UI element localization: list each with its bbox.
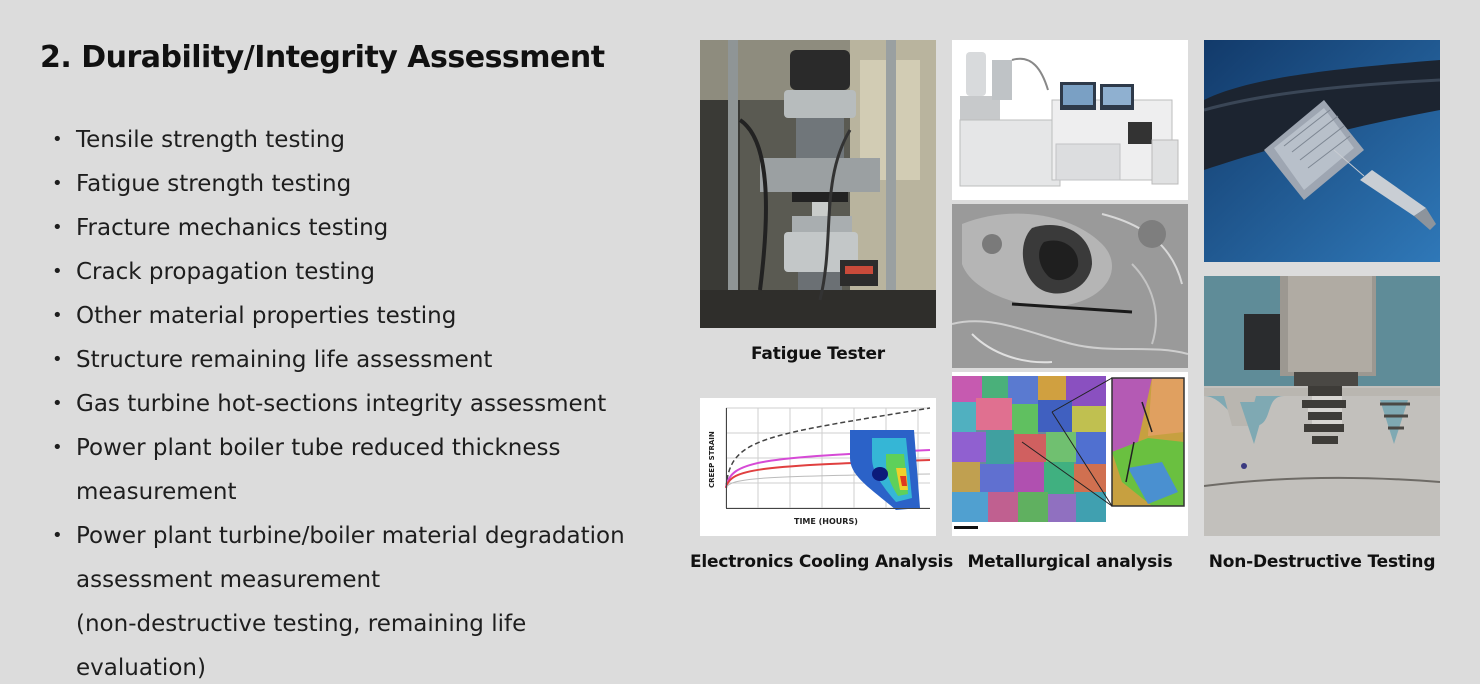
list-item: Other material properties testing [50,294,660,338]
list-item: Tensile strength testing [50,118,660,162]
blade-root-image [1204,276,1440,536]
cooling-analysis-caption: Electronics Cooling Analysis [690,552,954,572]
list-item: Structure remaining life assessment [50,338,660,382]
sem-instrument-image [952,40,1188,200]
list-item: Power plant boiler tube reduced thicknes… [50,426,660,514]
fatigue-tester-caption: Fatigue Tester [751,344,885,364]
list-item: Power plant turbine/boiler material degr… [50,514,660,684]
list-item: Fatigue strength testing [50,162,660,206]
list-item: Crack propagation testing [50,250,660,294]
creep-strain-chart-image: CREEP STRAIN TIME (HOURS) [700,398,936,536]
section-heading: 2. Durability/Integrity Assessment [40,40,605,75]
ebsd-grain-map-image [952,372,1188,536]
ndt-caption: Non-Destructive Testing [1208,552,1436,572]
chart-ylabel: CREEP STRAIN [708,431,716,488]
ndt-probe-image [1204,40,1440,262]
fatigue-tester-image [700,40,936,328]
metallurgical-caption: Metallurgical analysis [967,552,1173,572]
assessment-list: Tensile strength testing Fatigue strengt… [50,118,660,684]
sem-micrograph-image [952,204,1188,368]
list-item: Fracture mechanics testing [50,206,660,250]
chart-xlabel: TIME (HOURS) [794,517,858,526]
list-item: Gas turbine hot-sections integrity asses… [50,382,660,426]
